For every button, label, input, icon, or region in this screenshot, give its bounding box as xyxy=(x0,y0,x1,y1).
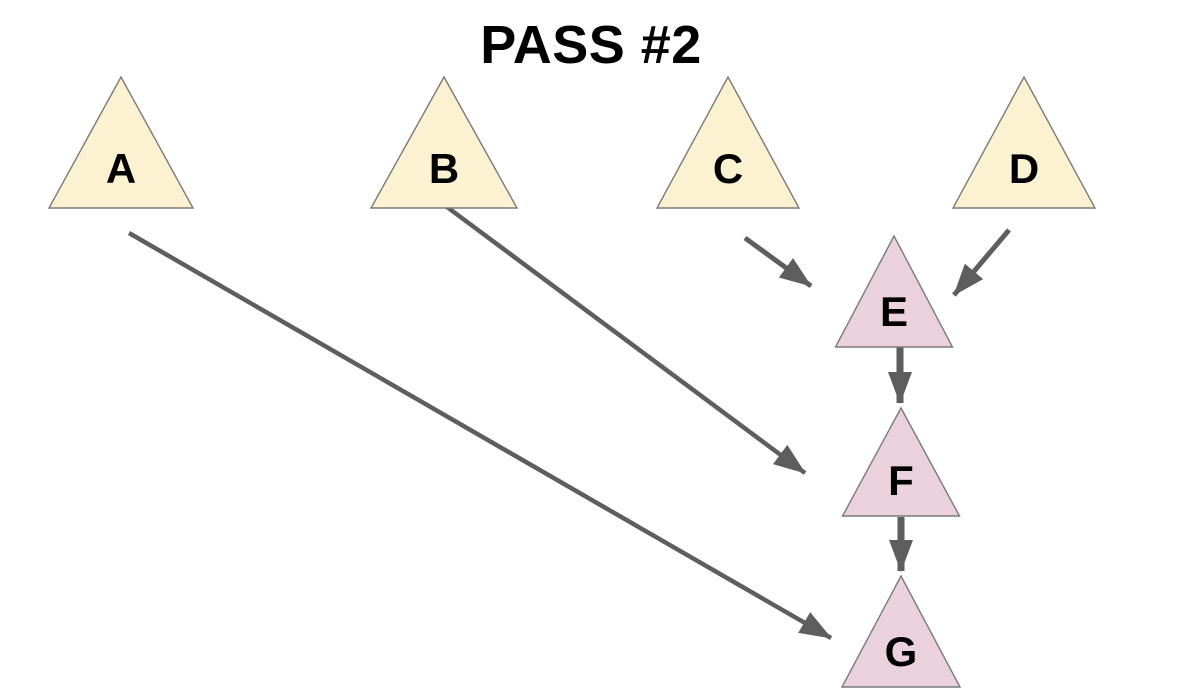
node-B: B xyxy=(369,75,519,209)
edges-layer xyxy=(127,205,1011,640)
arrow-D-to-E xyxy=(952,228,1011,297)
node-B-triangle xyxy=(369,75,519,209)
node-C-triangle xyxy=(655,75,801,209)
node-F-triangle xyxy=(841,406,961,517)
diagram-title: PASS #2 xyxy=(480,15,702,75)
node-E: E xyxy=(834,234,954,348)
node-C-label: C xyxy=(713,145,743,192)
arrow-A-to-G xyxy=(127,231,833,640)
node-F-label: F xyxy=(888,457,914,504)
node-B-label: B xyxy=(429,145,459,192)
node-D: D xyxy=(951,75,1097,209)
node-D-triangle xyxy=(951,75,1097,209)
node-A-label: A xyxy=(106,145,136,192)
node-G: G xyxy=(840,574,962,688)
node-A: A xyxy=(47,75,195,209)
node-C: C xyxy=(655,75,801,209)
node-G-triangle xyxy=(840,574,962,688)
node-E-triangle xyxy=(834,234,954,348)
node-D-label: D xyxy=(1009,145,1039,192)
nodes-layer: A B C D E F G xyxy=(47,75,1097,688)
node-F: F xyxy=(841,406,961,517)
node-A-triangle xyxy=(47,75,195,209)
arrow-C-to-E xyxy=(743,235,813,289)
node-G-label: G xyxy=(885,628,918,675)
arrow-B-to-F xyxy=(445,205,807,475)
node-E-label: E xyxy=(880,288,908,335)
